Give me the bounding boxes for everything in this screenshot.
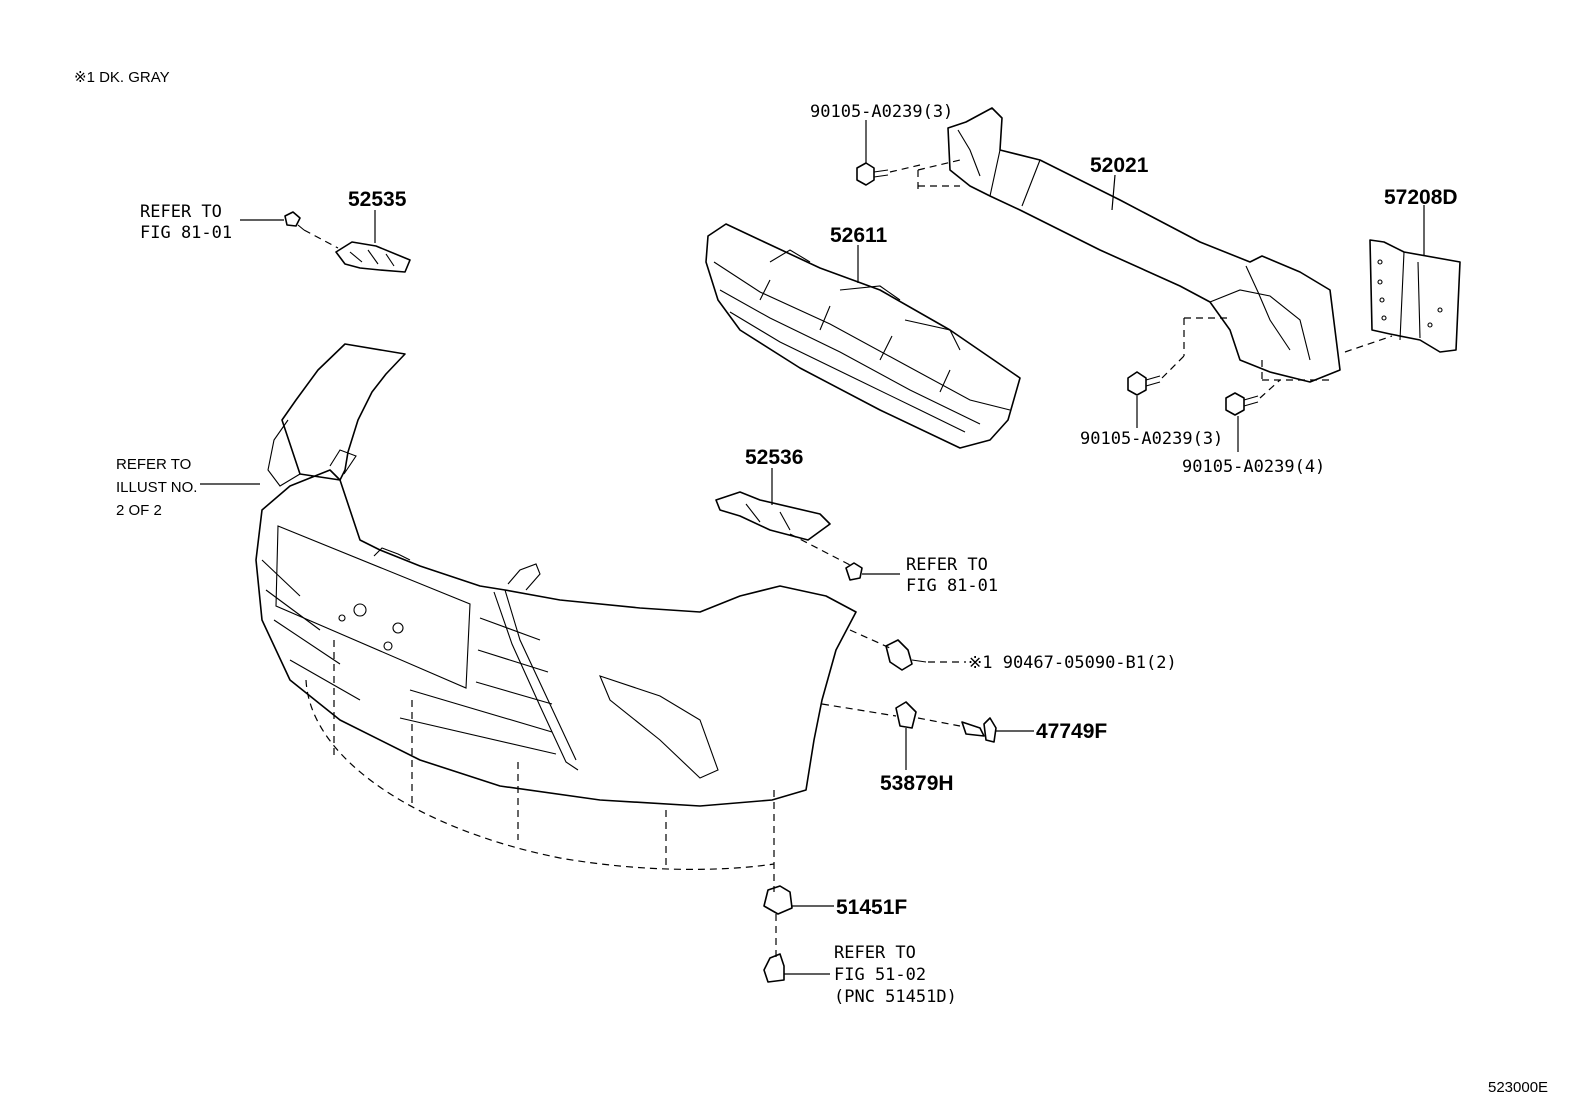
dash-52021-right [1183, 317, 1330, 381]
screw-52535 [284, 211, 305, 231]
label-bolt-top[interactable]: 90105-A0239(3) [810, 102, 953, 122]
label-51451F[interactable]: 51451F [836, 896, 907, 919]
label-bolt-low[interactable]: 90105-A0239(4) [1182, 457, 1325, 477]
clip-90467 [885, 639, 927, 671]
bolt-51451D [763, 953, 785, 983]
dash-bolt-top [889, 164, 921, 173]
label-53879H[interactable]: 53879H [880, 772, 954, 795]
dash-52536 [789, 533, 853, 567]
reinforcement-52021[interactable] [947, 107, 1341, 383]
ref-illust-line2[interactable]: ILLUST NO. [116, 479, 197, 496]
bolt-90105-top [856, 162, 889, 186]
ref-illust-line1[interactable]: REFER TO [116, 456, 191, 473]
ref-fig5102-line1[interactable]: REFER TO [834, 943, 916, 963]
label-47749F[interactable]: 47749F [1036, 720, 1107, 743]
footer-code: 523000E [1488, 1079, 1548, 1096]
ref-fig8101-a-line2[interactable]: FIG 81-01 [140, 223, 232, 243]
bolt-90105-low [1225, 392, 1259, 416]
label-52536[interactable]: 52536 [745, 446, 803, 469]
dash-bolt-low [1259, 379, 1281, 399]
ref-fig5102-line2[interactable]: FIG 51-02 [834, 965, 926, 985]
ref-illust-line3[interactable]: 2 OF 2 [116, 502, 162, 519]
dash-bumper-bottom [305, 679, 775, 870]
nut-53879H [895, 701, 917, 729]
label-bolt-mid[interactable]: 90105-A0239(3) [1080, 429, 1223, 449]
label-57208D[interactable]: 57208D [1384, 186, 1458, 209]
dash-47749F [917, 717, 961, 727]
dash-clip-90467 [849, 629, 891, 649]
label-52021[interactable]: 52021 [1090, 154, 1149, 177]
label-clip-90467[interactable]: ※1 90467-05090-B1(2) [968, 653, 1177, 673]
screw-47749F [961, 717, 997, 743]
ref-fig5102-line3[interactable]: (PNC 51451D) [834, 987, 957, 1007]
bolt-90105-mid [1127, 371, 1161, 396]
retainer-57208D[interactable] [1369, 239, 1461, 353]
clip-51451F [763, 885, 793, 915]
dash-bolt-mid [1161, 355, 1185, 379]
ref-fig8101-b-line1[interactable]: REFER TO [906, 555, 988, 575]
absorber-52611[interactable] [705, 223, 1021, 449]
bumper-cover[interactable] [255, 343, 857, 807]
dash-52021-left [917, 159, 961, 190]
dash-57208D [1344, 335, 1393, 353]
bracket-52535[interactable] [335, 241, 411, 273]
label-52535[interactable]: 52535 [348, 188, 407, 211]
bracket-52536[interactable] [715, 491, 831, 541]
dash-bumper-verticals [333, 640, 775, 892]
ref-fig8101-a-line1[interactable]: REFER TO [140, 202, 222, 222]
ref-fig8101-b-line2[interactable]: FIG 81-01 [906, 576, 998, 596]
dash-52535 [303, 229, 339, 249]
screw-52536 [845, 562, 863, 581]
leader-52021 [1111, 174, 1116, 211]
dash-53879H [821, 703, 897, 717]
label-52611[interactable]: 52611 [830, 224, 888, 247]
header-note: ※1 DK. GRAY [74, 69, 170, 86]
